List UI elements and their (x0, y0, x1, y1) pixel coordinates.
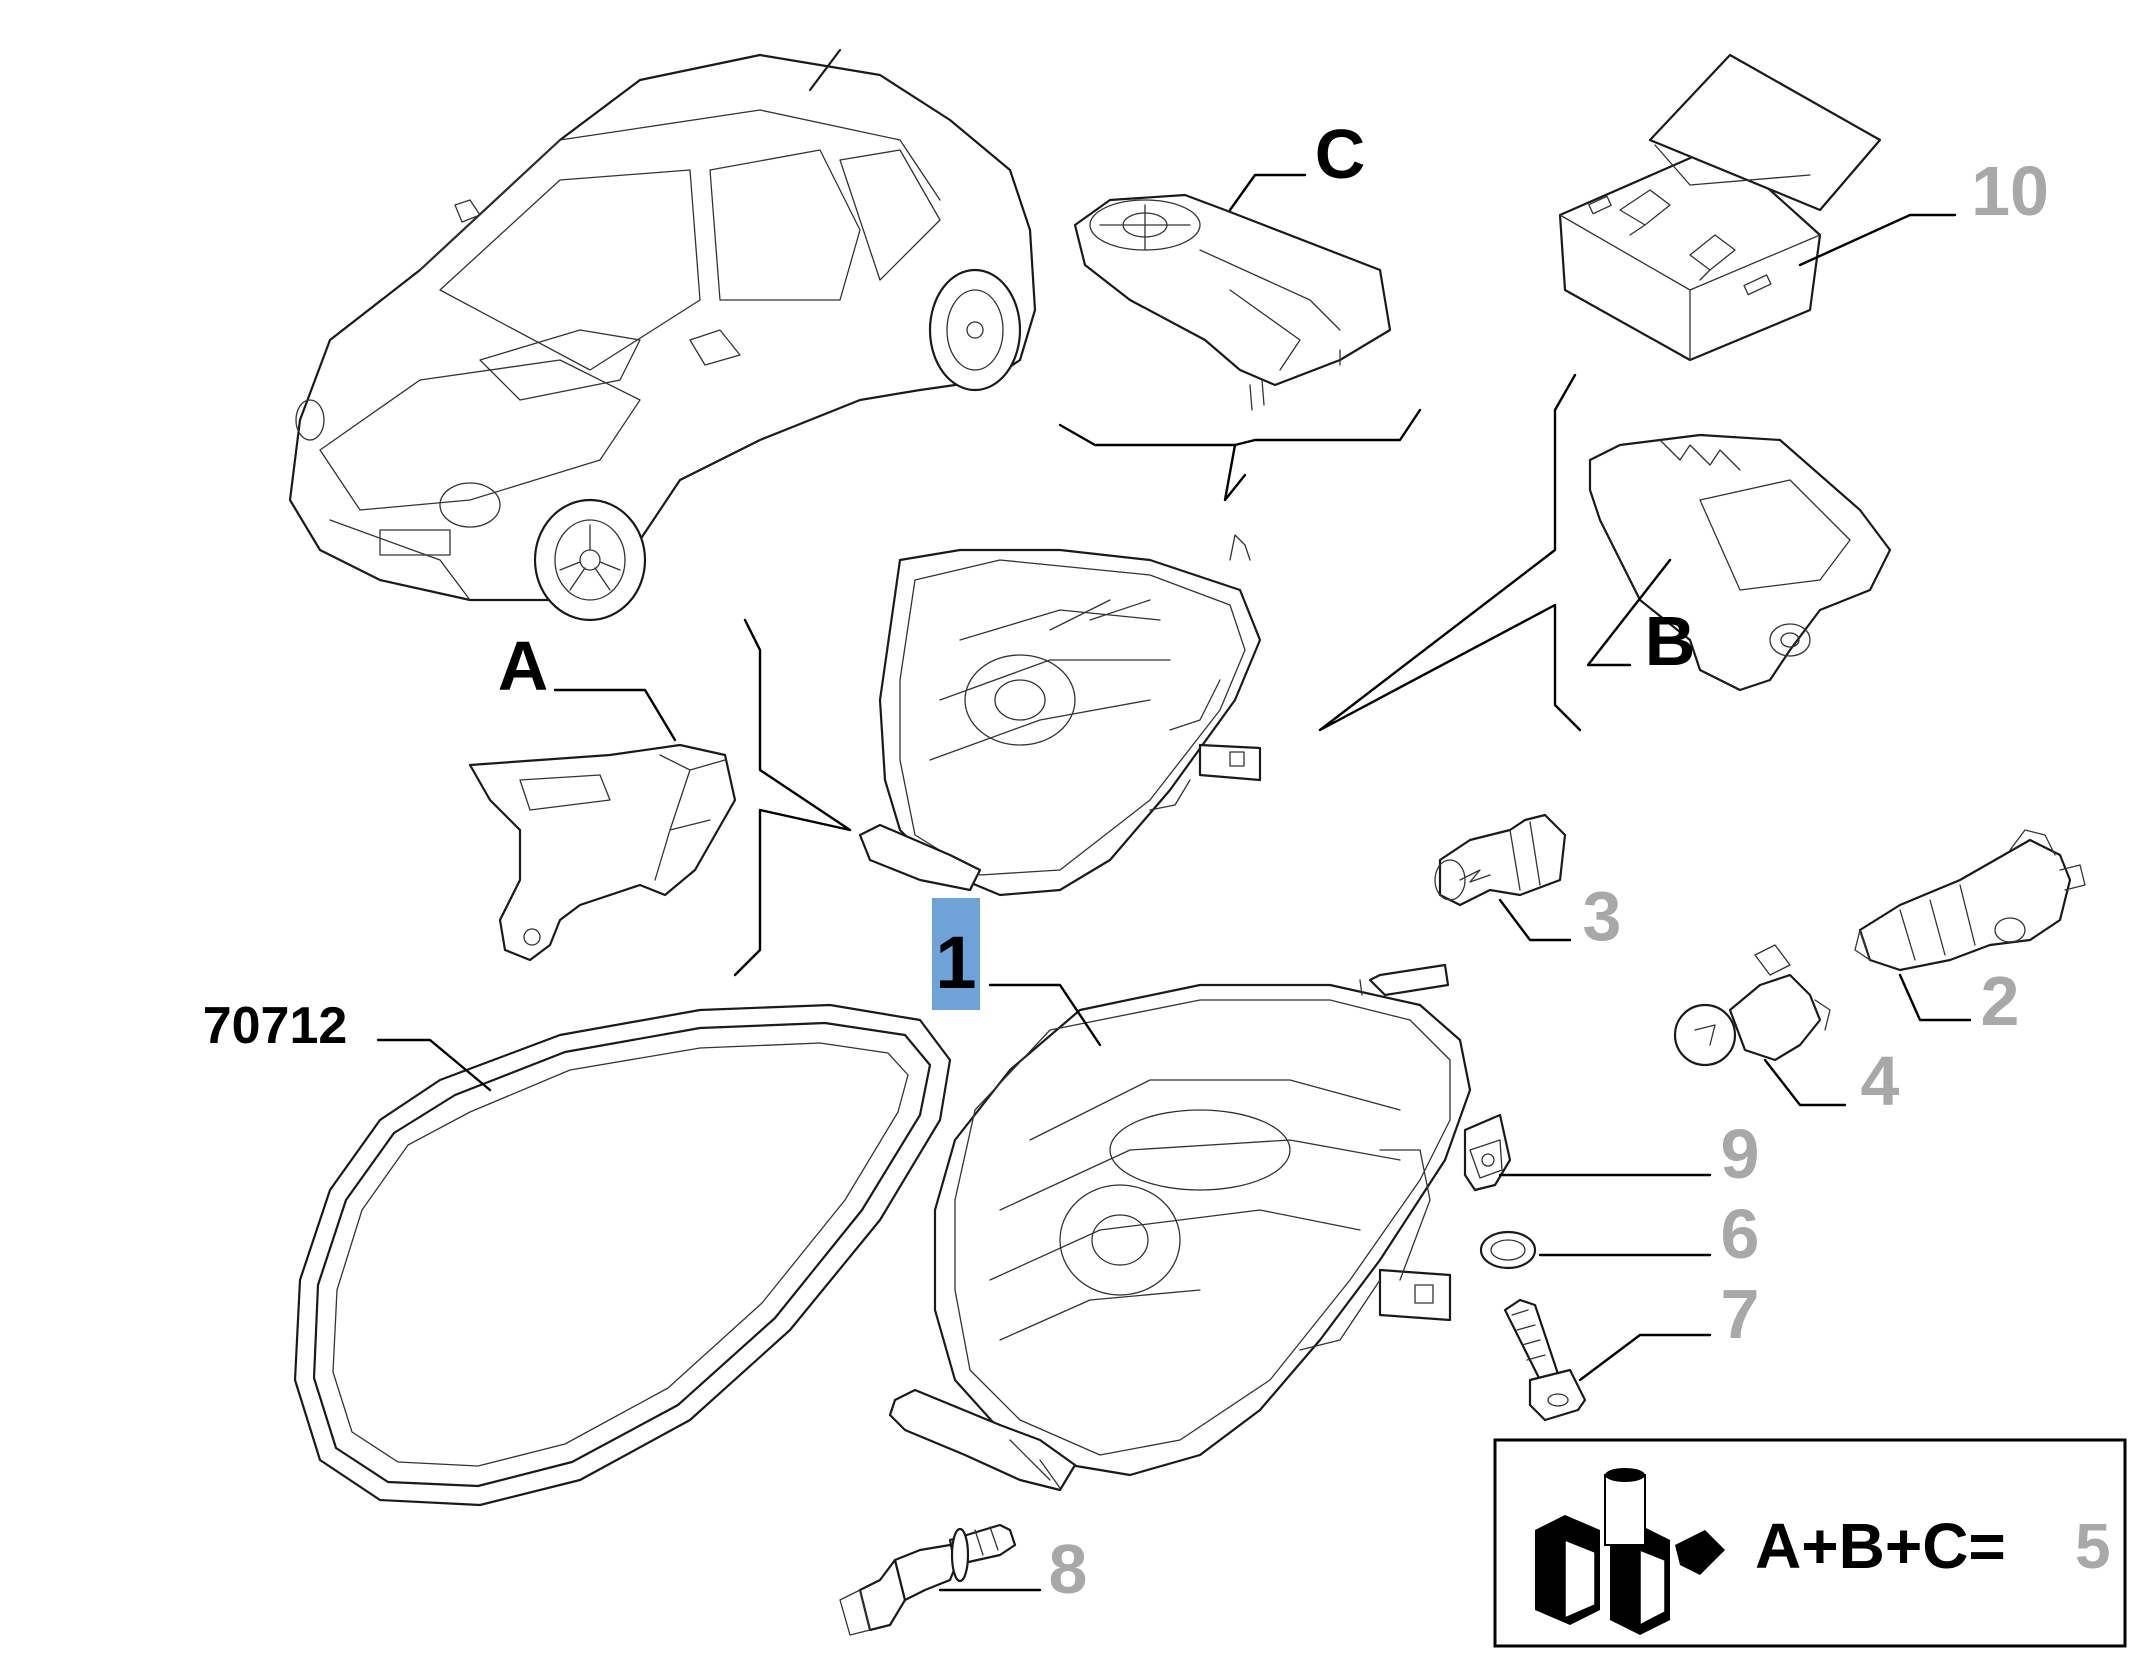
bracket-a-icon (468, 743, 737, 962)
bulb-kit-box-icon (1558, 53, 1882, 362)
headlamp-exploded-icon (858, 534, 1262, 897)
bracket-c-icon (1073, 193, 1392, 411)
part-label-b[interactable]: B (1645, 602, 1696, 680)
nut-clip-icon (1463, 1113, 1512, 1192)
part-label-4[interactable]: 4 (1861, 1042, 1900, 1120)
part-label-9[interactable]: 9 (1721, 1115, 1760, 1193)
part-label-8[interactable]: 8 (1049, 1530, 1088, 1608)
washer-icon (1479, 1230, 1537, 1270)
part-label-a[interactable]: A (498, 627, 549, 705)
part-label-2[interactable]: 2 (1981, 962, 2020, 1040)
part-label-c[interactable]: C (1315, 115, 1366, 193)
part-label-3[interactable]: 3 (1583, 877, 1622, 955)
clip-icon (839, 1523, 1017, 1636)
kit-formula-value: 5 (2075, 1510, 2111, 1582)
part-label-10[interactable]: 10 (1971, 152, 2049, 230)
part-label-7[interactable]: 7 (1721, 1275, 1760, 1353)
part-1-highlight (932, 898, 980, 1010)
bulb-4-icon (1673, 944, 1831, 1067)
leader-lines (376, 173, 1972, 1592)
kit-formula-text: A+B+C= (1755, 1510, 2006, 1582)
explosion-lines (733, 373, 1582, 977)
parts-kit-icon (1535, 1468, 1725, 1635)
bracket-b-icon (1588, 433, 1892, 692)
part-label-6[interactable]: 6 (1721, 1195, 1760, 1273)
halogen-bulb-icon (1854, 829, 2086, 972)
headlamp-assembly-icon (888, 963, 1472, 1492)
gasket-icon (293, 1003, 952, 1507)
part-label-1[interactable]: 1 (935, 921, 976, 1004)
bulb-icon (1434, 813, 1567, 907)
kit-box[interactable]: A+B+C= 5 (1493, 1438, 2127, 1648)
bolt-icon (1503, 1298, 1587, 1422)
car-icon (288, 48, 1037, 622)
part-label-70712[interactable]: 70712 (203, 997, 348, 1055)
